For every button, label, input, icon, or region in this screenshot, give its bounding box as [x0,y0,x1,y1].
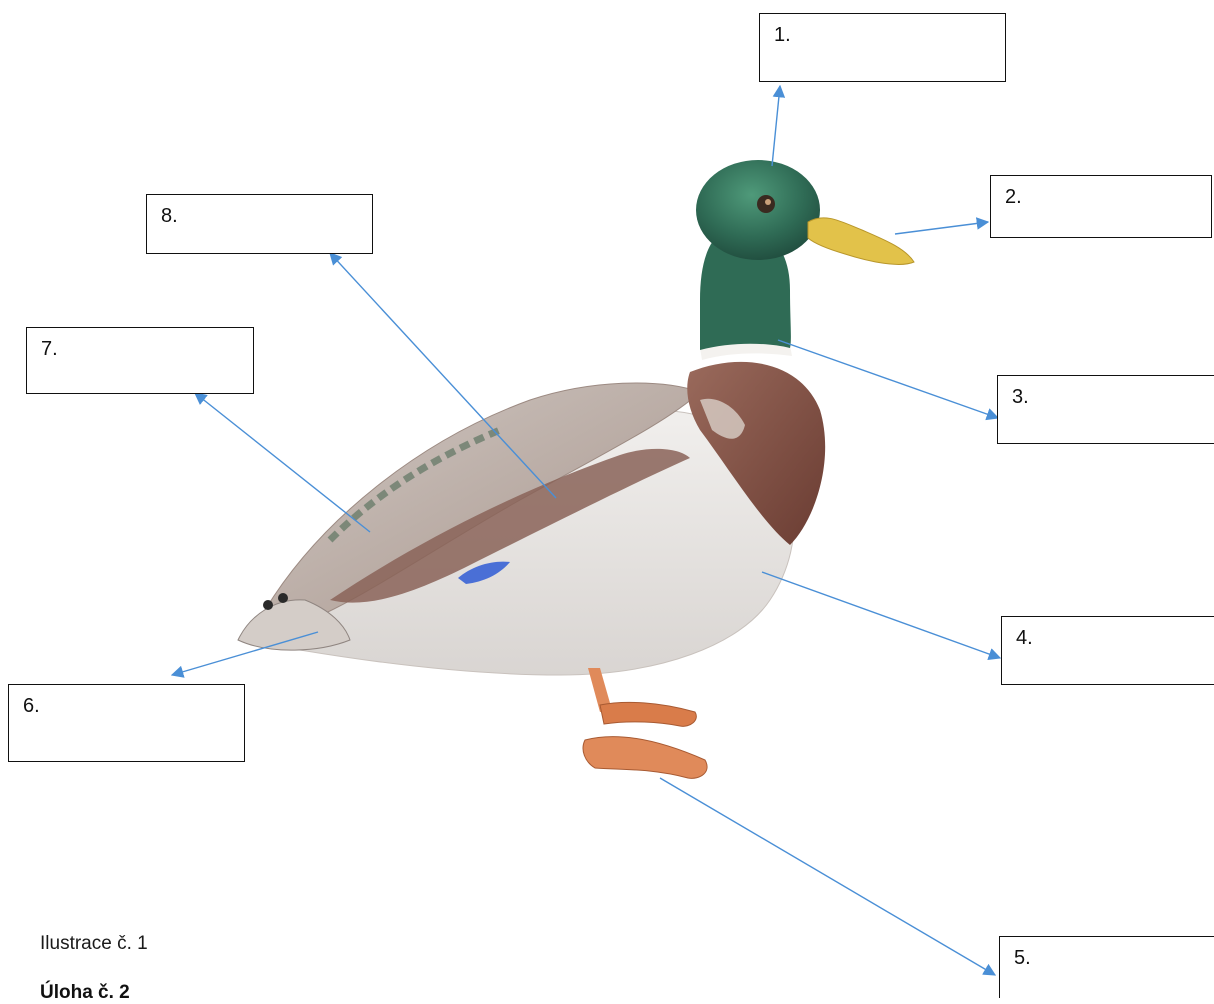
label-number-5: 5. [1014,947,1031,969]
arrow-5 [659,777,997,976]
duck-foot-back [599,701,697,727]
speculum [458,561,510,584]
label-number-4: 4. [1016,627,1033,649]
label-box-3[interactable]: 3. [997,375,1214,444]
neck-ring [700,341,792,360]
label-number-7: 7. [41,338,58,360]
label-box-2[interactable]: 2. [990,175,1212,238]
arrow-1 [771,84,786,167]
arrow-7 [194,392,371,533]
label-box-8[interactable]: 8. [146,194,373,254]
arrow-2 [894,217,990,235]
arrow-6 [170,631,319,678]
arrow-4 [761,571,1002,661]
pointer-arrows [170,84,1002,976]
label-box-5[interactable]: 5. [999,936,1214,998]
label-box-4[interactable]: 4. [1001,616,1214,685]
duck-bill [807,217,915,265]
label-number-8: 8. [161,205,178,227]
figure-caption: Ilustrace č. 1 [40,933,148,954]
label-number-1: 1. [774,24,791,46]
label-number-6: 6. [23,695,40,717]
label-box-7[interactable]: 7. [26,327,254,394]
label-number-2: 2. [1005,186,1022,208]
label-box-1[interactable]: 1. [759,13,1006,82]
arrow-8 [329,252,557,499]
duck-head [696,160,820,260]
label-number-3: 3. [1012,386,1029,408]
wing-stripe [330,448,690,603]
task-title: Úloha č. 2 [40,982,130,1003]
duck-tail [237,599,351,651]
duck-foot-front [582,736,708,779]
label-box-6[interactable]: 6. [8,684,245,762]
breast-highlight [700,398,745,439]
duck-leg [588,668,612,712]
back-feathers [327,426,502,543]
arrow-3 [777,339,1000,421]
